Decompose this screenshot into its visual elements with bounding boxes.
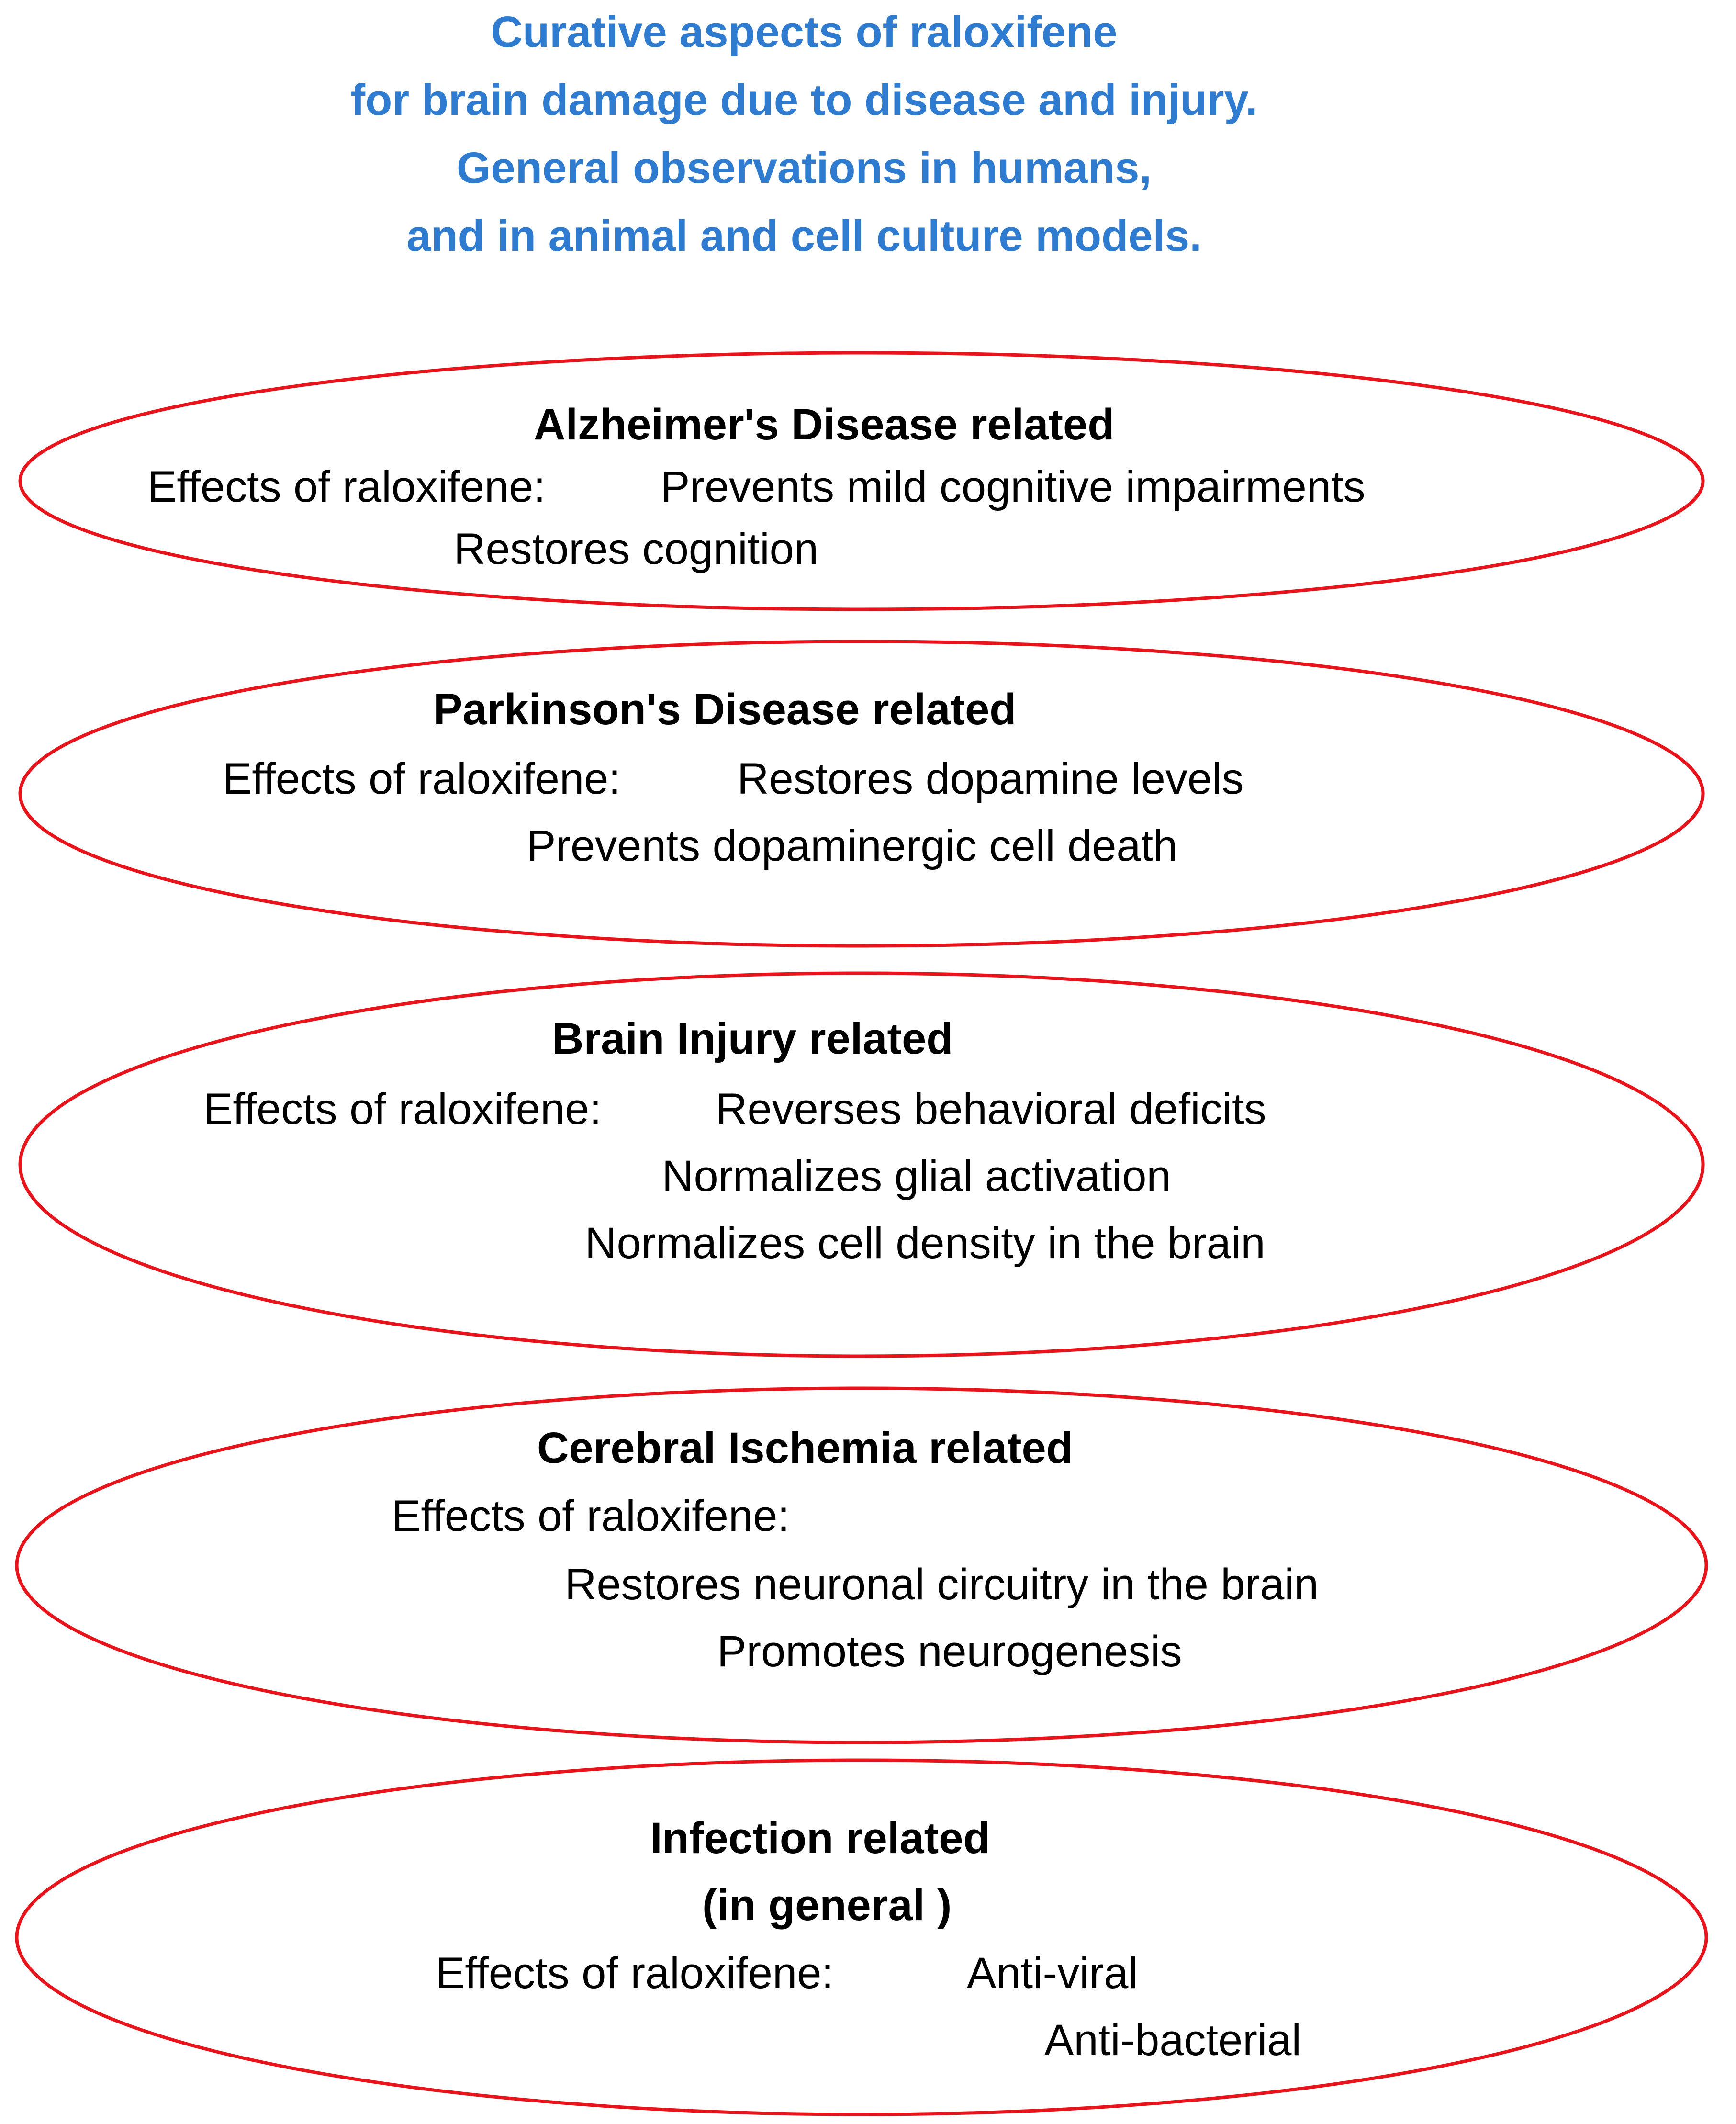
effect-item: Restores neuronal circuitry in the brain [565, 1560, 1319, 1609]
title-line: for brain damage due to disease and inju… [350, 76, 1258, 124]
title-line: General observations in humans, [457, 144, 1152, 192]
title-line: and in animal and cell culture models. [406, 212, 1202, 260]
section-heading-brain-injury: Brain Injury related [552, 1014, 953, 1063]
section-heading-alzheimers: Alzheimer's Disease related [534, 400, 1115, 449]
title-line: Curative aspects of raloxifene [491, 8, 1118, 56]
diagram-title: Curative aspects of raloxifene for brain… [0, 0, 1608, 270]
effect-item: Restores dopamine levels [737, 754, 1244, 803]
effect-item: Restores cognition [454, 525, 818, 573]
oval-alzheimers [18, 351, 1705, 611]
effects-label: Effects of raloxifene: [203, 1085, 602, 1134]
effects-label: Effects of raloxifene: [436, 1949, 834, 1998]
section-subheading-infection: (in general ) [702, 1881, 952, 1930]
oval-cerebral-ischemia [15, 1386, 1708, 1744]
oval-infection [15, 1758, 1708, 2116]
oval-brain-injury [18, 971, 1705, 1358]
effect-item: Normalizes cell density in the brain [585, 1219, 1266, 1268]
oval-parkinsons [18, 640, 1705, 948]
section-heading-parkinsons: Parkinson's Disease related [433, 685, 1017, 734]
effect-item: Anti-bacterial [1044, 2016, 1301, 2065]
effect-item: Prevents dopaminergic cell death [526, 821, 1178, 870]
section-heading-infection: Infection related [650, 1814, 990, 1863]
effects-label: Effects of raloxifene: [223, 754, 621, 803]
effect-item: Anti-viral [967, 1949, 1138, 1998]
effect-item: Promotes neurogenesis [717, 1627, 1182, 1676]
effects-label: Effects of raloxifene: [392, 1492, 790, 1540]
effect-item: Reverses behavioral deficits [716, 1085, 1266, 1134]
section-heading-cerebral-ischemia: Cerebral Ischemia related [537, 1424, 1073, 1472]
effects-label: Effects of raloxifene: [147, 462, 546, 511]
effect-item: Prevents mild cognitive impairments [661, 462, 1366, 511]
effect-item: Normalizes glial activation [662, 1152, 1171, 1201]
